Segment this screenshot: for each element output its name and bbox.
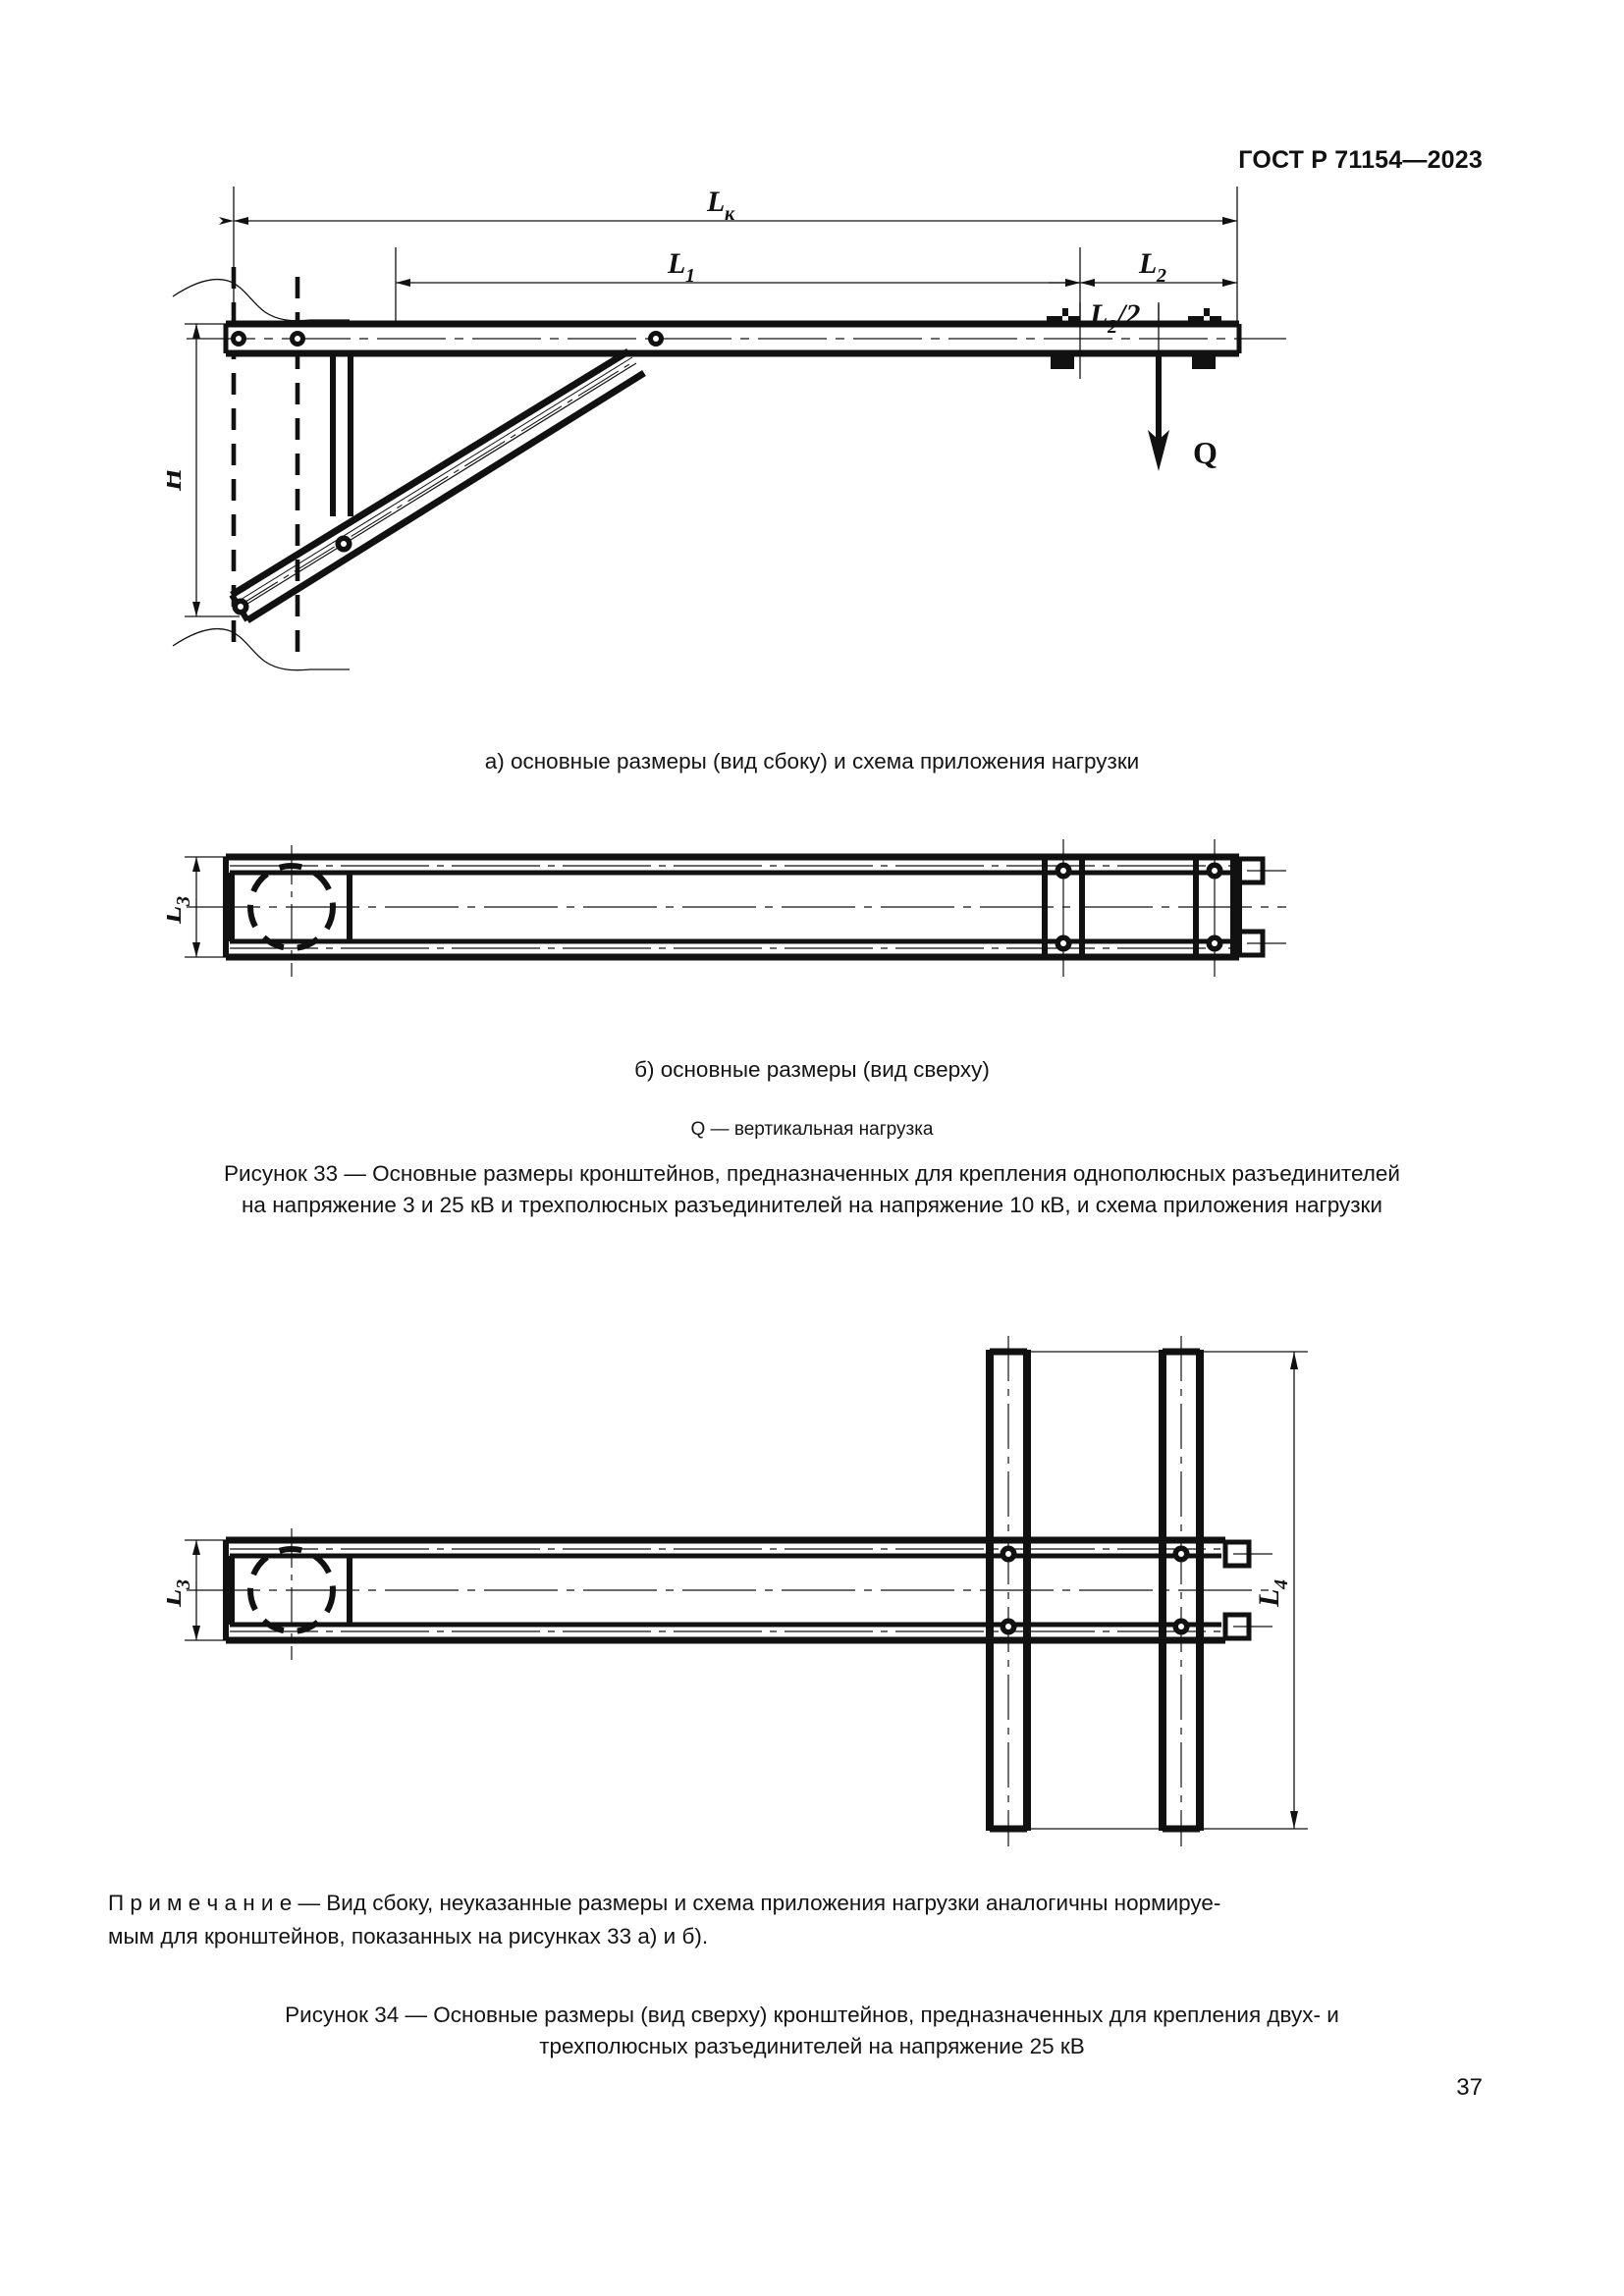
figure-33-title-line2: на напряжение 3 и 25 кВ и трехполюсных р… (242, 1193, 1382, 1217)
figure-33-title-line1: Рисунок 33 — Основные размеры кронштейно… (224, 1161, 1400, 1186)
dim-label-l1: L (667, 247, 685, 280)
figure-33-legend: Q — вертикальная нагрузка (690, 1119, 934, 1140)
dim-label-l2half: L (1089, 298, 1108, 331)
standard-designation: ГОСТ Р 71154—2023 (1238, 146, 1483, 174)
dim-label-l4: L (1253, 1589, 1285, 1608)
dim-label-l2: L (1138, 247, 1157, 280)
figure-33a-caption: а) основные размеры (вид сбоку) и схема … (484, 749, 1140, 774)
svg-text:1: 1 (685, 265, 695, 287)
load-label-q: Q (1193, 435, 1218, 470)
page-number: 37 (1456, 2074, 1483, 2101)
svg-text:3: 3 (173, 896, 194, 907)
figure-34-title-line1: Рисунок 34 — Основные размеры (вид сверх… (285, 2002, 1339, 2027)
svg-text:к: к (725, 203, 735, 225)
figure-34-note-line1: П р и м е ч а н и е — Вид сбоку, неуказа… (108, 1891, 1221, 1915)
svg-text:/2: /2 (1115, 298, 1140, 331)
svg-text:2: 2 (1107, 316, 1117, 338)
figure-34-top-view: L 3 L 4 (167, 1330, 1326, 1850)
svg-text:3: 3 (173, 1579, 194, 1590)
dim-label-h: H (167, 466, 188, 492)
svg-text:4: 4 (1271, 1579, 1292, 1590)
dim-label-lk: L (706, 187, 725, 218)
svg-text:2: 2 (1156, 265, 1166, 287)
figure-33a-side-view: L к L 1 L 2 L 2 /2 H Q (167, 187, 1286, 736)
figure-34-title-line2: трехполюсных разъединителей на напряжени… (539, 2034, 1085, 2058)
figure-34-note-line2: мым для кронштейнов, показанных на рисун… (108, 1924, 709, 1949)
figure-33b-top-view: L 3 (167, 829, 1286, 1006)
dim-label-l3-fig34: L (167, 1589, 188, 1608)
dim-label-l3-fig33: L (167, 906, 188, 925)
figure-33b-caption: б) основные размеры (вид сверху) (634, 1057, 990, 1082)
